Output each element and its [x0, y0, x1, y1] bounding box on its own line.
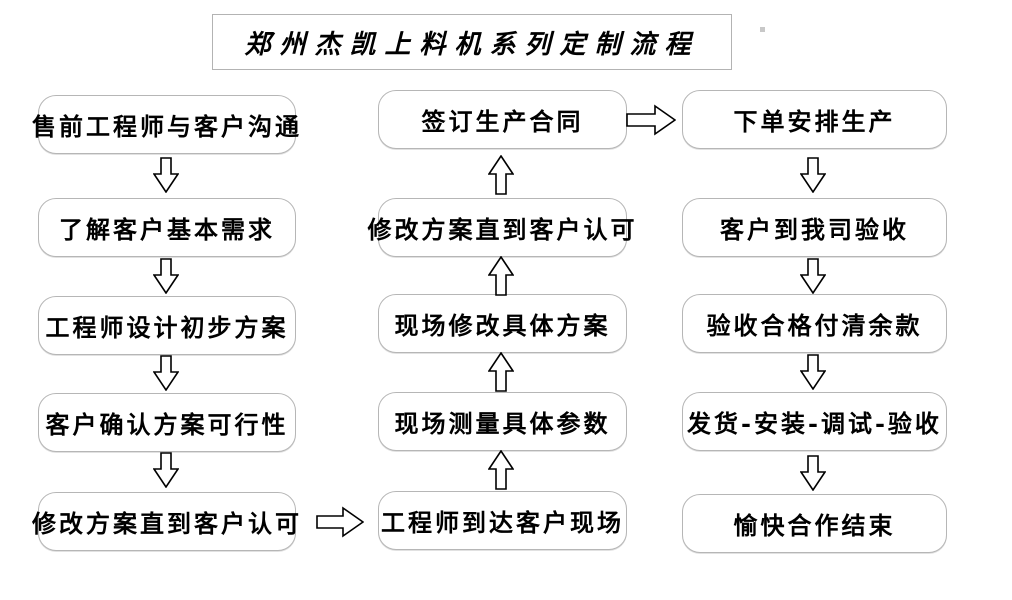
- flow-step-happy-cooperation-end: 愉快合作结束: [682, 494, 947, 553]
- flow-step-label: 现场修改具体方案: [394, 311, 611, 340]
- diagram-title: 郑州杰凯上料机系列定制流程: [244, 29, 700, 60]
- up-arrow-icon: [488, 256, 514, 296]
- flow-step-label: 客户确认方案可行性: [45, 410, 289, 439]
- up-arrow-icon: [488, 450, 514, 490]
- decorative-dot: [760, 27, 765, 32]
- flow-step-label: 工程师设计初步方案: [45, 313, 289, 342]
- right-arrow-icon: [316, 506, 364, 538]
- diagram-title-box: 郑州杰凯上料机系列定制流程: [212, 14, 732, 70]
- flow-step-revise-until-approved-left: 修改方案直到客户认可: [32, 492, 299, 551]
- flow-step-revise-until-approved-mid: 修改方案直到客户认可: [368, 198, 635, 257]
- flow-step-label: 签订生产合同: [421, 107, 584, 136]
- flow-step-order-production: 下单安排生产: [682, 90, 947, 149]
- flow-step-engineer-arrives-site: 工程师到达客户现场: [378, 491, 627, 550]
- up-arrow-icon: [488, 155, 514, 195]
- flow-step-label: 修改方案直到客户认可: [367, 215, 638, 244]
- down-arrow-icon: [800, 354, 826, 390]
- flow-step-label: 发货-安装-调试-验收: [687, 409, 942, 438]
- flow-step-ship-install-debug-accept: 发货-安装-调试-验收: [682, 392, 947, 451]
- flow-step-label: 下单安排生产: [733, 107, 896, 136]
- flow-step-label: 修改方案直到客户认可: [32, 509, 302, 538]
- flow-step-initial-design: 工程师设计初步方案: [38, 296, 296, 355]
- down-arrow-icon: [153, 258, 179, 294]
- flow-step-understand-needs: 了解客户基本需求: [38, 198, 296, 257]
- down-arrow-icon: [800, 258, 826, 294]
- flow-step-onsite-modify-plan: 现场修改具体方案: [378, 294, 627, 353]
- down-arrow-icon: [153, 452, 179, 488]
- down-arrow-icon: [153, 157, 179, 193]
- up-arrow-icon: [488, 352, 514, 392]
- flow-step-confirm-feasibility: 客户确认方案可行性: [38, 393, 296, 452]
- down-arrow-icon: [800, 455, 826, 491]
- flow-step-label: 愉快合作结束: [733, 511, 896, 540]
- down-arrow-icon: [800, 157, 826, 193]
- flow-step-label: 了解客户基本需求: [59, 215, 275, 244]
- down-arrow-icon: [153, 355, 179, 391]
- flow-step-label: 验收合格付清余款: [706, 311, 923, 340]
- flow-step-presale-communication: 售前工程师与客户沟通: [32, 95, 299, 154]
- flow-step-label: 现场测量具体参数: [394, 409, 611, 438]
- flow-step-pay-balance: 验收合格付清余款: [682, 294, 947, 353]
- flow-step-label: 售前工程师与客户沟通: [32, 112, 302, 141]
- flow-step-sign-contract: 签订生产合同: [378, 90, 627, 149]
- flow-step-onsite-measure-params: 现场测量具体参数: [378, 392, 627, 451]
- flow-step-label: 工程师到达客户现场: [381, 508, 624, 537]
- flow-step-customer-acceptance-visit: 客户到我司验收: [682, 198, 947, 257]
- right-arrow-icon: [626, 104, 676, 136]
- flow-step-label: 客户到我司验收: [720, 215, 909, 244]
